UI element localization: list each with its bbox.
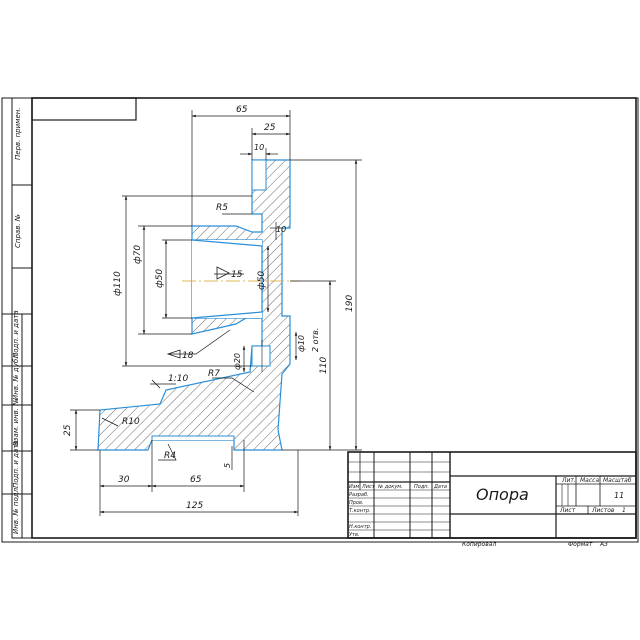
left-label-0: Разраб. bbox=[349, 492, 369, 498]
dim-dia-10-lower: ф10 bbox=[297, 335, 306, 352]
row-label-2: № докум. bbox=[377, 484, 403, 490]
copied-label: Копировал bbox=[462, 541, 496, 548]
format-value: А3 bbox=[599, 541, 608, 548]
dim-r10: R10 bbox=[122, 417, 140, 427]
taper-18-icon bbox=[166, 349, 181, 359]
sheets-count: 1 bbox=[622, 507, 626, 514]
dim-base-25: 25 bbox=[63, 424, 73, 436]
dim-dia-110: ф110 bbox=[113, 271, 123, 296]
side-label-2: Подп. и дата bbox=[12, 310, 20, 358]
dim-base-30: 30 bbox=[118, 475, 130, 485]
dim-base-125: 125 bbox=[186, 501, 203, 511]
dim-r7: R7 bbox=[208, 369, 220, 379]
drawing-title: Опора bbox=[476, 485, 529, 504]
header-mass: Масса bbox=[580, 477, 599, 484]
dim-top-65: 65 bbox=[236, 105, 248, 115]
format-label: Формат bbox=[568, 541, 593, 548]
part-section bbox=[97, 159, 300, 451]
left-label-1: Пров. bbox=[349, 500, 364, 506]
side-label-0: Перв. примен. bbox=[14, 107, 22, 160]
header-lit: Лит. bbox=[561, 477, 576, 484]
dim-10-right: 10 bbox=[276, 225, 286, 234]
dim-taper-15: 15 bbox=[231, 270, 243, 280]
dim-dia-70: ф70 bbox=[133, 245, 143, 264]
dim-base-5: 5 bbox=[223, 463, 232, 468]
side-label-3: Инв. № дубл. bbox=[12, 352, 20, 400]
slope-icon bbox=[151, 379, 161, 389]
inner-frame bbox=[31, 97, 637, 539]
dim-dia-50-left: ф50 bbox=[155, 269, 165, 288]
row-label-1: Лист bbox=[361, 484, 376, 490]
title-block bbox=[347, 451, 637, 539]
dim-r5: R5 bbox=[216, 203, 228, 213]
left-label-3: Н.контр. bbox=[349, 524, 371, 530]
dim-height-190: 190 bbox=[345, 295, 355, 312]
dim-slope-110: 1:10 bbox=[168, 374, 188, 384]
row-label-4: Дата bbox=[433, 484, 447, 490]
dim-taper-18: 18 bbox=[182, 351, 194, 361]
side-label-4: Взам. инв. № bbox=[12, 398, 20, 446]
taper-15-icon bbox=[216, 266, 230, 280]
row-label-3: Подп. bbox=[414, 484, 429, 490]
dim-dia-20: ф20 bbox=[233, 353, 242, 370]
dim-height-110: 110 bbox=[319, 357, 329, 374]
dim-base-65: 65 bbox=[190, 475, 202, 485]
side-label-6: Инв. № подл. bbox=[12, 486, 20, 534]
top-left-box bbox=[31, 97, 137, 121]
sheet-label: Лист bbox=[559, 507, 576, 514]
side-label-5: Подп. и дата bbox=[12, 440, 20, 488]
left-label-4: Утв. bbox=[349, 532, 360, 538]
left-label-2: Т.контр. bbox=[349, 508, 371, 514]
header-scale: Масштаб bbox=[603, 477, 632, 484]
dim-dia-50-right: ф50 bbox=[257, 271, 267, 290]
side-label-1: Справ. № bbox=[14, 214, 22, 248]
row-label-0: Изм bbox=[349, 484, 359, 490]
dim-two-holes: 2 отв. bbox=[311, 328, 320, 352]
sheets-label: Листов bbox=[591, 507, 615, 514]
side-strip: Перв. примен. Справ. № Подп. и дата Инв.… bbox=[2, 97, 33, 539]
sheet-number: 11 bbox=[614, 491, 624, 500]
dim-top-10: 10 bbox=[254, 143, 264, 152]
dim-r4: R4 bbox=[164, 451, 176, 461]
dim-top-25: 25 bbox=[264, 123, 276, 133]
dimension-lines bbox=[70, 110, 362, 516]
